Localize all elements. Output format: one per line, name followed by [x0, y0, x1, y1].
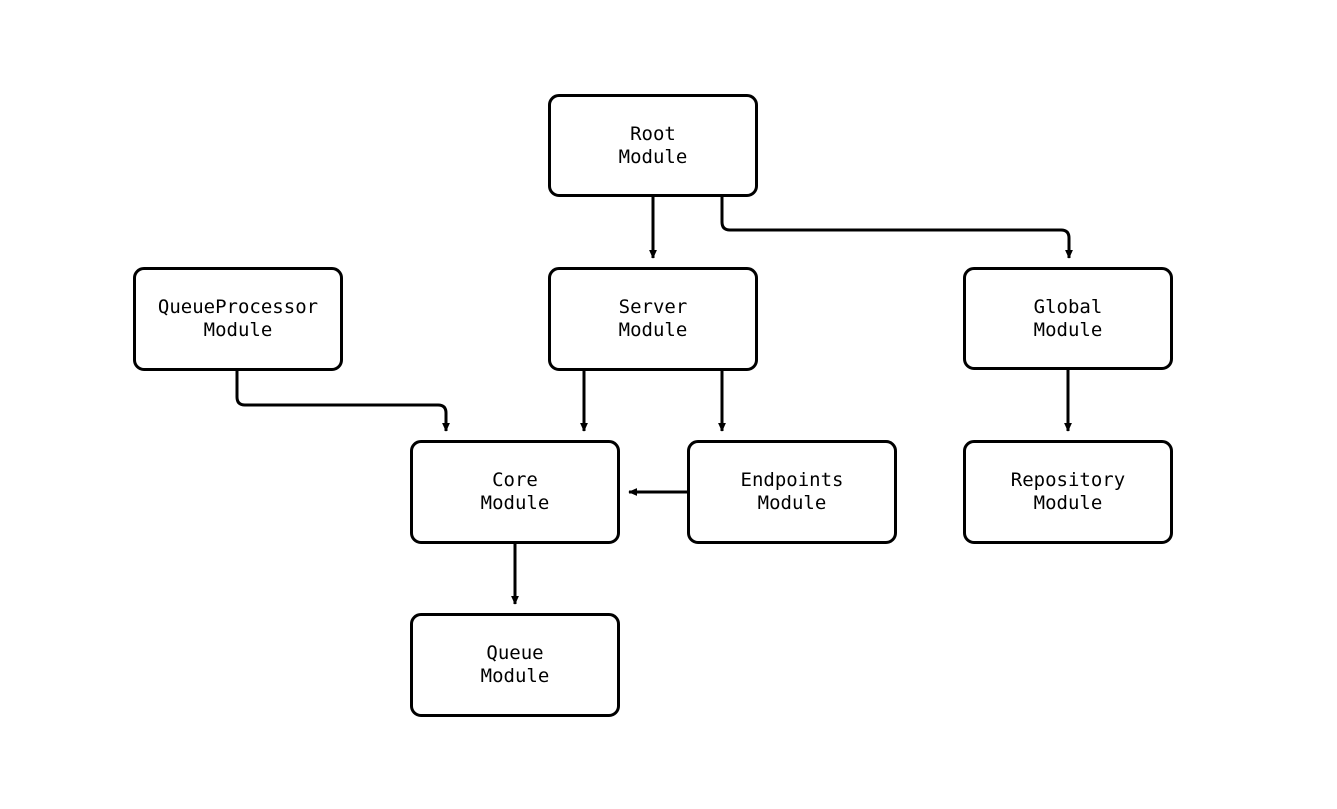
node-label-line2: Module [203, 319, 273, 341]
node-label-line1: QueueProcessor [157, 296, 319, 318]
node-label-line1: Core [492, 469, 538, 491]
node-label-line2: Module [757, 492, 827, 514]
node-label-line1: Queue [486, 642, 544, 664]
node-label-line2: Module [480, 665, 550, 687]
edge-root-global [720, 197, 1073, 259]
node-label-line2: Module [1033, 318, 1103, 341]
node-label-line2: Module [1033, 492, 1103, 514]
node-label-line2: Module [618, 319, 688, 341]
node-label-line1: Root [630, 122, 676, 145]
node-label-line2: Module [480, 492, 550, 514]
node-label-line1: Server [618, 296, 688, 318]
edge-queueprocessor-core [235, 371, 450, 432]
node-label-line2: Module [618, 145, 688, 168]
node-label-line1: Repository [1010, 469, 1126, 491]
node-label-line1: Global [1033, 295, 1103, 318]
node-label-line1: Endpoints [740, 469, 844, 491]
